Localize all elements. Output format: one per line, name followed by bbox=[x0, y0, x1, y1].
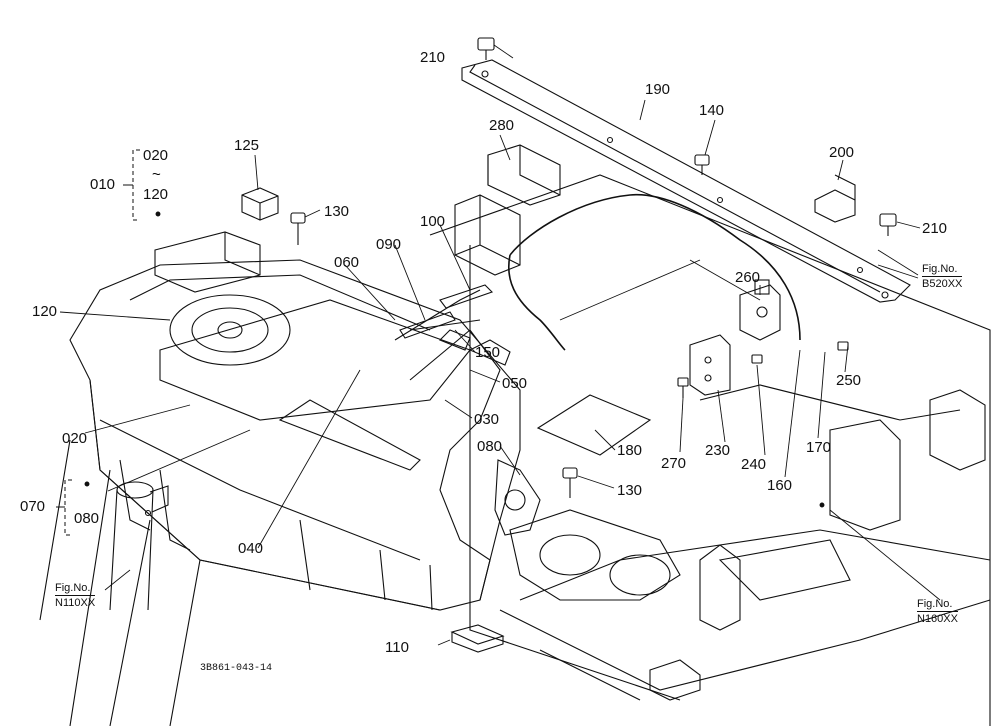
solenoid-valve bbox=[739, 279, 781, 341]
drawing-number: 3B861-043-14 bbox=[200, 663, 273, 674]
callout-240: 240 bbox=[741, 456, 767, 473]
callout-160: 160 bbox=[767, 477, 793, 494]
cab-floor bbox=[429, 174, 991, 726]
callout-110: 110 bbox=[385, 639, 409, 656]
group-ticks bbox=[56, 184, 133, 508]
callout-100: 100 bbox=[420, 213, 446, 230]
fig-ref-b520: Fig.No. B520XX bbox=[922, 263, 963, 290]
callout-050: 050 bbox=[502, 375, 528, 392]
leader-lines bbox=[59, 44, 941, 646]
harness bbox=[508, 193, 801, 351]
callout-210-right: 210 bbox=[922, 220, 948, 237]
callout-130-top: 130 bbox=[324, 203, 350, 220]
callout-060: 060 bbox=[334, 254, 360, 271]
mat-110 bbox=[450, 624, 505, 653]
fig-ref-n160: Fig.No. N160XX bbox=[917, 598, 958, 625]
rear-rail bbox=[461, 59, 911, 303]
callout-030: 030 bbox=[474, 411, 500, 428]
fig-ref-n160-code: N160XX bbox=[917, 610, 958, 625]
block-125 bbox=[241, 187, 279, 221]
callout-070: 070 bbox=[20, 498, 46, 515]
group-brackets bbox=[64, 149, 140, 536]
callout-150: 150 bbox=[475, 344, 501, 361]
callout-120-top: 120 bbox=[143, 186, 169, 203]
fig-ref-n110-code: N110XX bbox=[55, 594, 96, 609]
callout-250: 250 bbox=[836, 372, 862, 389]
callout-010: 010 bbox=[90, 176, 116, 193]
anchors bbox=[454, 194, 521, 276]
callout-020-left: 020 bbox=[62, 430, 88, 447]
callout-200: 200 bbox=[829, 144, 855, 161]
callout-020-top: 020 bbox=[143, 147, 169, 164]
valve-bracket bbox=[689, 334, 731, 396]
range-mark: ~ bbox=[152, 166, 161, 183]
callout-170: 170 bbox=[806, 439, 832, 456]
fig-ref-n160-label: Fig.No. bbox=[917, 598, 953, 610]
callout-090: 090 bbox=[376, 236, 402, 253]
callout-130-mid: 130 bbox=[617, 482, 643, 499]
callout-140: 140 bbox=[699, 102, 725, 119]
bolts bbox=[290, 37, 897, 498]
callout-230: 230 bbox=[705, 442, 731, 459]
callout-125: 125 bbox=[234, 137, 260, 154]
callout-270: 270 bbox=[661, 455, 687, 472]
callout-120-left: 120 bbox=[32, 303, 58, 320]
left-panel bbox=[39, 439, 201, 726]
bracket-280 bbox=[487, 144, 561, 206]
fig-ref-n110: Fig.No. N110XX bbox=[55, 582, 96, 609]
callout-260: 260 bbox=[735, 269, 761, 286]
fig-ref-n110-label: Fig.No. bbox=[55, 582, 91, 594]
heater-unit bbox=[69, 231, 541, 611]
callout-080-left: 080 bbox=[74, 510, 100, 527]
fig-ref-b520-label: Fig.No. bbox=[922, 263, 958, 275]
callout-190: 190 bbox=[645, 81, 671, 98]
bracket-200 bbox=[814, 174, 856, 223]
callout-040: 040 bbox=[238, 540, 264, 557]
callout-180: 180 bbox=[617, 442, 643, 459]
insulator-pad-180 bbox=[536, 394, 652, 456]
callout-080-mid: 080 bbox=[477, 438, 503, 455]
callout-210-top: 210 bbox=[420, 49, 446, 66]
duct-070 bbox=[109, 481, 169, 611]
callout-280: 280 bbox=[489, 117, 515, 134]
fig-ref-b520-code: B520XX bbox=[922, 275, 963, 290]
